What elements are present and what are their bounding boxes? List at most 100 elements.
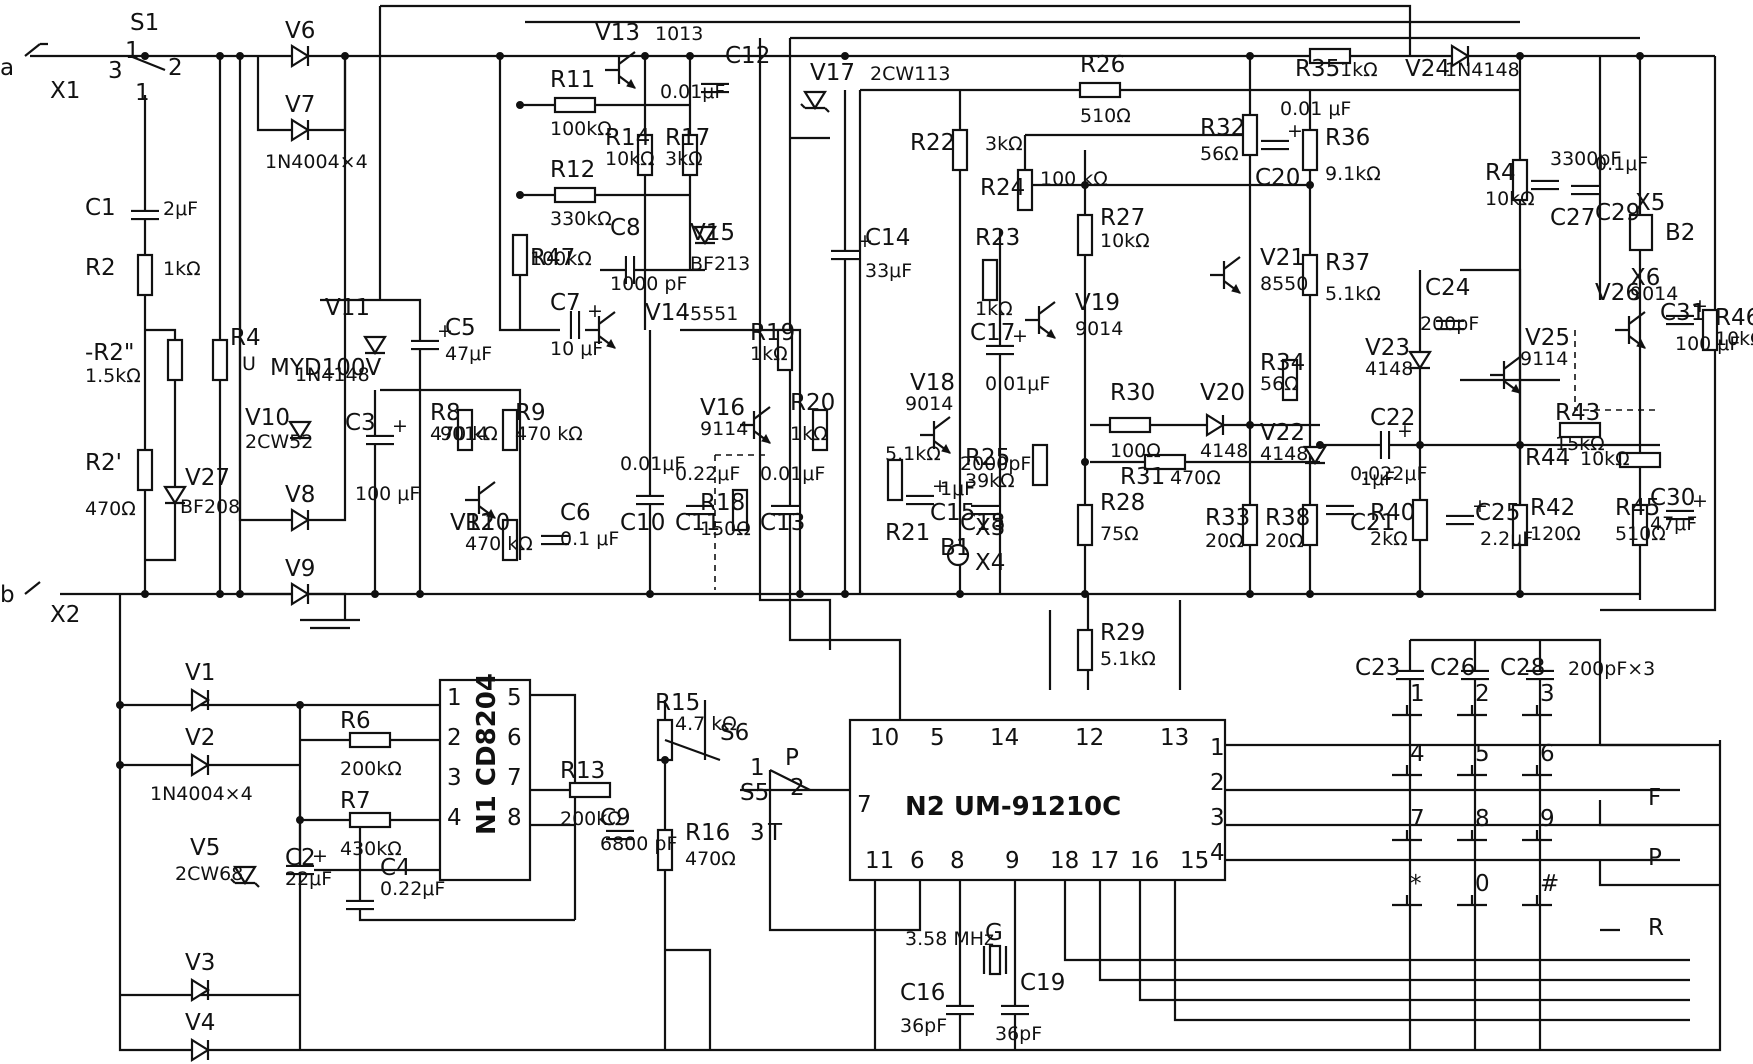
resistor-body bbox=[1631, 503, 1649, 547]
value-r2: 1kΩ bbox=[163, 258, 201, 280]
resistor-body bbox=[1031, 443, 1049, 487]
junction-dot bbox=[496, 52, 504, 60]
value-c1: 2μF bbox=[163, 198, 198, 220]
resistor-body bbox=[1301, 128, 1319, 172]
junction-dot bbox=[141, 52, 149, 60]
label-r27: R27 bbox=[1100, 205, 1145, 231]
component-c13 bbox=[771, 504, 799, 516]
transistor-emitter-arrow bbox=[941, 444, 951, 454]
ic-n1-pin-8: 8 bbox=[507, 805, 522, 831]
transistor-emitter-arrow bbox=[1231, 284, 1241, 294]
keypad-key-hash: # bbox=[1540, 871, 1559, 897]
component-v18 bbox=[920, 416, 951, 454]
resistor-body bbox=[501, 408, 519, 452]
component-c26 bbox=[1461, 669, 1489, 681]
component-r43 bbox=[1558, 421, 1602, 439]
component-c15: + bbox=[906, 475, 948, 506]
capacitor-plates bbox=[1461, 669, 1489, 681]
value-c20: 0.01 μF bbox=[1280, 98, 1351, 120]
junction-dot bbox=[1306, 590, 1314, 598]
value-c25: 2.2μF bbox=[1480, 528, 1533, 550]
keypad-key-0: 0 bbox=[1475, 871, 1490, 897]
capacitor-gap bbox=[831, 252, 859, 258]
component-r24 bbox=[1016, 168, 1034, 212]
terminal-x5: X5 bbox=[1635, 190, 1665, 216]
component-r19 bbox=[776, 328, 794, 372]
keypad-key-1: 1 bbox=[1410, 681, 1425, 707]
component-r7 bbox=[348, 811, 392, 829]
label-c11: C11 bbox=[675, 510, 720, 536]
value-r17: 3kΩ bbox=[665, 148, 703, 170]
keypad-key-contact bbox=[1522, 765, 1552, 777]
capacitor-plates bbox=[606, 829, 634, 841]
resistor-body bbox=[1511, 158, 1529, 202]
capacitor-plates bbox=[1261, 139, 1289, 151]
component-r23 bbox=[981, 258, 999, 302]
capacitor-gap bbox=[572, 311, 578, 339]
ic-n1-body bbox=[438, 678, 532, 882]
label-v26: V26 bbox=[1595, 280, 1640, 306]
label-c7: C7 bbox=[550, 290, 581, 316]
label-r26: R26 bbox=[1080, 52, 1125, 78]
label-c2: C2 bbox=[285, 845, 316, 871]
component-r8 bbox=[456, 408, 474, 452]
value-r7: 430kΩ bbox=[340, 838, 402, 860]
capacitor-polarity-plus: + bbox=[1397, 420, 1413, 442]
value-r42: 120Ω bbox=[1530, 523, 1581, 545]
resistor-body bbox=[1301, 253, 1319, 297]
component-v3 bbox=[190, 978, 211, 1002]
value-r22: 3kΩ bbox=[985, 133, 1023, 155]
diode-triangle bbox=[190, 688, 211, 712]
label-v24: V24 bbox=[1405, 56, 1450, 82]
value-c9: 6800 pF bbox=[600, 833, 677, 855]
ic-n2-pin-3: 3 bbox=[1210, 805, 1225, 831]
keypad-key-6: 6 bbox=[1540, 741, 1555, 767]
junction-dot bbox=[641, 52, 649, 60]
resistor-body bbox=[166, 338, 184, 382]
transistor-emitter-arrow bbox=[626, 79, 636, 89]
label-r38: R38 bbox=[1265, 505, 1310, 531]
component-r42 bbox=[1511, 503, 1529, 547]
component-r17 bbox=[681, 133, 699, 177]
label-v21: V21 bbox=[1260, 245, 1305, 271]
label-r4: R4 bbox=[1485, 160, 1516, 186]
earpiece-b2: B2 bbox=[1665, 220, 1695, 246]
component-c8 bbox=[624, 256, 636, 284]
capacitor-gap bbox=[541, 537, 569, 543]
terminal-x3: X3 bbox=[975, 515, 1005, 541]
value-r29: 5.1kΩ bbox=[1100, 648, 1156, 670]
capacitor-gap bbox=[1531, 182, 1559, 188]
value-r11: 100kΩ bbox=[550, 118, 612, 140]
capacitor-plates bbox=[1531, 179, 1559, 191]
value-r27: 10kΩ bbox=[1100, 230, 1150, 252]
resistor-body bbox=[501, 518, 519, 562]
capacitor-plates bbox=[1436, 319, 1464, 331]
label-r21: R21 bbox=[885, 520, 930, 546]
component-r10 bbox=[501, 518, 519, 562]
label-c28: C28 bbox=[1500, 655, 1545, 681]
resistor-body bbox=[1411, 498, 1429, 542]
component-r40 bbox=[1411, 498, 1429, 542]
switch-s5: S5 bbox=[740, 780, 769, 806]
keypad-key-7: 7 bbox=[1410, 806, 1425, 832]
junction-dot bbox=[216, 52, 224, 60]
label-r47: R47 bbox=[530, 245, 575, 271]
value-c8: 1000 pF bbox=[610, 273, 687, 295]
resistor-body bbox=[1076, 628, 1094, 672]
junction-dot bbox=[1516, 590, 1524, 598]
junction-dot bbox=[296, 816, 304, 824]
component-r36 bbox=[1301, 128, 1319, 172]
value-c12: 0.01μF bbox=[660, 81, 725, 103]
component-r30 bbox=[1108, 416, 1152, 434]
component-r13 bbox=[568, 781, 612, 799]
label-r14: R14 bbox=[605, 125, 650, 151]
component-v20 bbox=[1205, 413, 1226, 437]
value-r32: 56Ω bbox=[1200, 143, 1239, 165]
diode-triangle bbox=[363, 335, 387, 356]
component-r22 bbox=[951, 128, 969, 172]
ic-n2-pin-13: 13 bbox=[1160, 725, 1189, 751]
component-r16 bbox=[656, 828, 674, 872]
resistor-body bbox=[1241, 113, 1259, 157]
junction-dot bbox=[1246, 52, 1254, 60]
